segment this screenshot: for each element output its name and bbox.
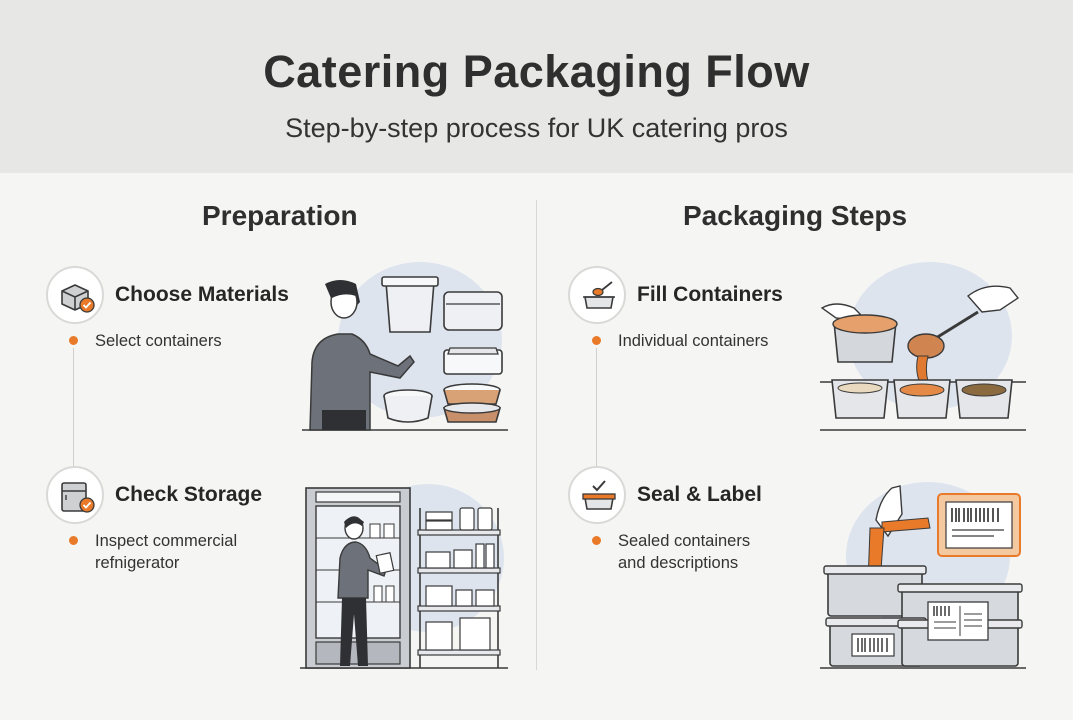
preparation-heading: Preparation <box>202 200 358 231</box>
fill-containers-illustration <box>820 262 1026 431</box>
step-title-choose-materials: Choose Materials <box>115 283 289 306</box>
page-subtitle: Step-by-step process for UK catering pro… <box>285 113 788 143</box>
sealed-container-icon <box>568 466 626 524</box>
step-desc-select-containers: Select containers <box>95 332 222 350</box>
step-title-fill-containers: Fill Containers <box>637 283 783 306</box>
seal-label-illustration <box>820 482 1026 669</box>
check-storage-illustration <box>300 484 508 669</box>
column-divider <box>536 200 537 670</box>
page-title: Catering Packaging Flow <box>263 46 810 97</box>
step-connector <box>596 348 597 466</box>
step-connector <box>73 348 74 466</box>
step-title-check-storage: Check Storage <box>115 483 263 506</box>
bullet-dot <box>592 536 601 545</box>
fridge-check-icon <box>46 466 104 524</box>
header-band: Catering Packaging Flow Step-by-step pro… <box>0 0 1073 173</box>
step-desc-sealed-containers: Sealed containers and descriptions <box>618 532 751 572</box>
packaging-steps-heading: Packaging Steps <box>683 200 908 231</box>
bullet-dot <box>592 336 601 345</box>
bullet-dot <box>69 336 78 345</box>
step-desc-individual-containers: Individual containers <box>618 332 769 350</box>
step-desc-inspect-refrigerator: Inspect commercial refnigerator <box>95 532 238 572</box>
choose-materials-illustration <box>302 262 508 431</box>
step-title-seal-and-label: Seal & Label <box>637 483 762 506</box>
box-check-icon <box>46 266 104 324</box>
bullet-dot <box>69 536 78 545</box>
spoon-container-icon <box>568 266 626 324</box>
